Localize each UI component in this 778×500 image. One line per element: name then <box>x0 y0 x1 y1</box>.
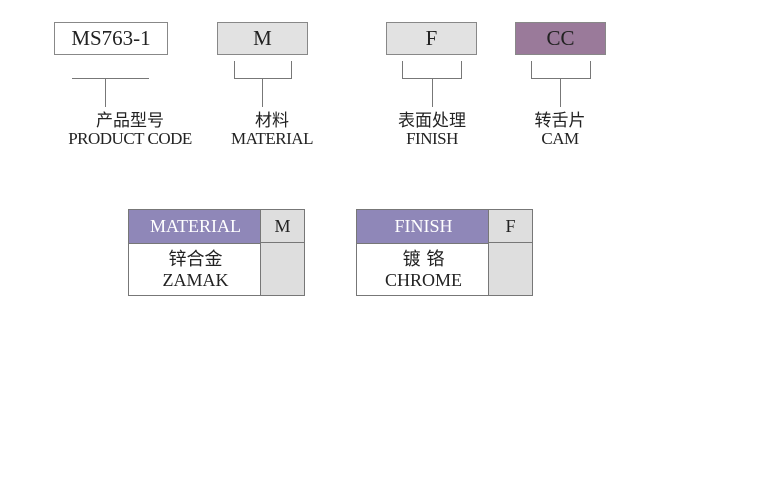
table-key-column: M <box>260 210 304 295</box>
table-key-column: F <box>488 210 532 295</box>
label-cn: 材料 <box>255 111 289 131</box>
label-cn: 转舌片 <box>534 111 586 131</box>
value-cn: 锌合金 <box>168 249 223 270</box>
finish-table: FINISH F 镀 铬 CHROME <box>356 209 533 296</box>
table-header: MATERIAL <box>129 210 262 244</box>
value-cn: 镀 铬 <box>402 249 445 270</box>
label-en: MATERIAL <box>231 129 313 148</box>
table-key: M <box>261 210 304 243</box>
table-value: 锌合金 ZAMAK <box>129 244 262 291</box>
finish-code-box: F <box>386 22 477 55</box>
connector <box>560 78 561 107</box>
table-value: 镀 铬 CHROME <box>357 244 490 291</box>
material-code-box: M <box>217 22 308 55</box>
connector <box>72 78 149 79</box>
connector <box>105 78 106 107</box>
value-en: CHROME <box>384 270 462 290</box>
label-en: FINISH <box>406 129 458 148</box>
cam-code-box: CC <box>515 22 606 55</box>
value-en: ZAMAK <box>162 270 229 290</box>
connector <box>262 78 263 107</box>
label-en: PRODUCT CODE <box>68 129 192 148</box>
connector <box>432 78 433 107</box>
product-code-label: 产品型号 PRODUCT CODE <box>40 112 220 148</box>
label-cn: 表面处理 <box>398 111 466 131</box>
label-cn: 产品型号 <box>96 111 164 131</box>
material-label: 材料 MATERIAL <box>202 112 342 148</box>
product-code-box: MS763-1 <box>54 22 168 55</box>
bracket <box>402 61 462 79</box>
label-en: CAM <box>541 129 579 148</box>
cam-label: 转舌片 CAM <box>510 112 610 148</box>
table-key: F <box>489 210 532 243</box>
bracket <box>531 61 591 79</box>
table-header: FINISH <box>357 210 490 244</box>
material-table: MATERIAL M 锌合金 ZAMAK <box>128 209 305 296</box>
bracket <box>234 61 292 79</box>
finish-label: 表面处理 FINISH <box>372 112 492 148</box>
